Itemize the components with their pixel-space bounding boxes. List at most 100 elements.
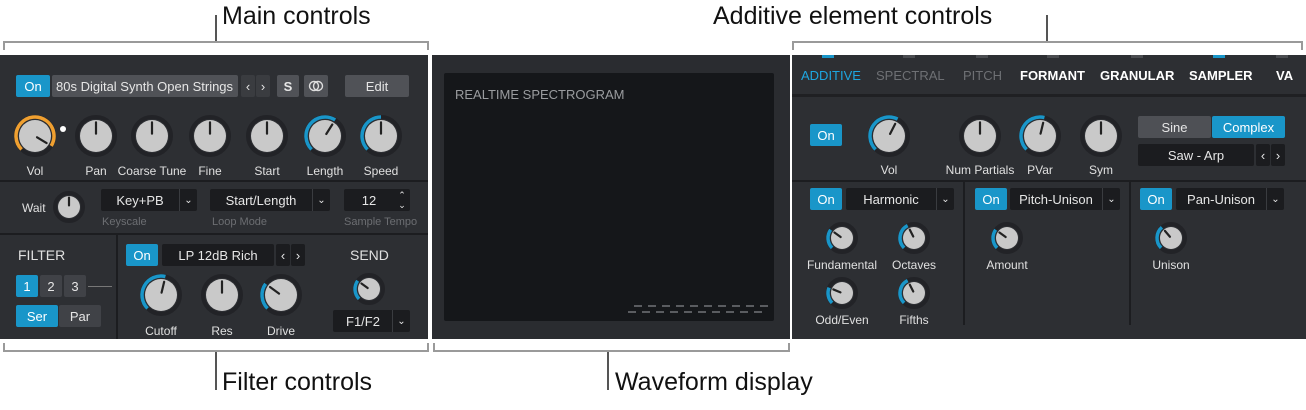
pitch-unison-on-button[interactable]: On	[975, 188, 1007, 210]
pan-knob[interactable]	[74, 114, 118, 158]
spectrogram-trace	[628, 305, 768, 313]
edit-button[interactable]: Edit	[345, 75, 409, 97]
filter-slot-2[interactable]: 2	[40, 275, 62, 297]
coarse-tune-knob[interactable]	[130, 114, 174, 158]
shape-next[interactable]: ›	[1271, 144, 1285, 166]
odd-even-knob[interactable]	[825, 276, 859, 310]
spectrogram-display	[444, 73, 774, 321]
tab-sampler[interactable]: SAMPLER	[1189, 68, 1253, 83]
harmonic-on-button[interactable]: On	[810, 188, 842, 210]
keyscale-value: Key+PB	[116, 192, 164, 208]
unison-knob[interactable]	[1154, 221, 1188, 255]
filter-type-next[interactable]: ›	[291, 244, 305, 266]
pvar-knob[interactable]	[1018, 114, 1062, 158]
complex-button[interactable]: Complex	[1212, 116, 1285, 138]
cutoff-label: Cutoff	[145, 324, 177, 338]
chevron-down-icon: ⌄	[936, 188, 954, 210]
tab-indicator-granular	[1131, 55, 1143, 58]
shape-prev[interactable]: ‹	[1256, 144, 1270, 166]
chevron-down-icon: ⌄	[392, 310, 410, 332]
filter-type-prev[interactable]: ‹	[276, 244, 290, 266]
filter-ser-button[interactable]: Ser	[16, 305, 58, 327]
num-partials-knob[interactable]	[958, 114, 1002, 158]
tab-va[interactable]: VA	[1276, 68, 1294, 83]
tab-formant[interactable]: FORMANT	[1020, 68, 1085, 83]
length-label: Length	[306, 164, 344, 178]
filter-bracket-tick	[215, 352, 217, 390]
filter-bracket	[3, 343, 429, 352]
pan-label: Pan	[85, 164, 107, 178]
main-on-button[interactable]: On	[16, 75, 50, 97]
sine-button[interactable]: Sine	[1138, 116, 1211, 138]
fine-knob[interactable]	[188, 114, 232, 158]
pitch-unison-dropdown[interactable]: Pitch-Unison ⌄	[1010, 188, 1120, 210]
filter-on-button[interactable]: On	[126, 244, 158, 266]
fundamental-label: Fundamental	[806, 258, 878, 272]
chevron-down-icon: ⌄	[312, 189, 330, 211]
fifths-knob[interactable]	[897, 276, 931, 310]
filter-vertical-separator	[116, 235, 118, 339]
speed-knob[interactable]	[359, 114, 403, 158]
filter-par-button[interactable]: Par	[59, 305, 101, 327]
cutoff-knob[interactable]	[139, 273, 183, 317]
tab-granular[interactable]: GRANULAR	[1100, 68, 1175, 83]
callout-additive-controls: Additive element controls	[713, 2, 993, 30]
tab-indicator-spectral	[903, 55, 915, 58]
chevron-down-icon: ⌄	[179, 189, 197, 211]
vol-label: Vol	[26, 164, 44, 178]
stepper-arrows-icon[interactable]: ⌃⌄	[398, 190, 406, 210]
loop-mode-value: Start/Length	[225, 192, 297, 208]
send-value: F1/F2	[346, 313, 380, 329]
filter-slot-1[interactable]: 1	[16, 275, 38, 297]
link-button[interactable]	[304, 75, 328, 97]
send-title: SEND	[350, 247, 389, 263]
fifths-label: Fifths	[899, 313, 929, 327]
tab-indicator-sampler	[1213, 55, 1225, 58]
sym-label: Sym	[1089, 163, 1113, 177]
shape-field[interactable]: Saw - Arp	[1138, 144, 1254, 166]
additive-col-sep-1	[963, 182, 965, 325]
pvar-label: PVar	[1027, 163, 1053, 177]
octaves-knob[interactable]	[897, 221, 931, 255]
filter-type-field[interactable]: LP 12dB Rich	[162, 244, 274, 266]
tab-separator	[792, 94, 1306, 97]
vol-knob[interactable]	[13, 114, 57, 158]
drive-knob[interactable]	[259, 273, 303, 317]
wait-knob[interactable]	[52, 190, 86, 224]
callout-main-controls: Main controls	[222, 2, 371, 30]
keyscale-dropdown[interactable]: Key+PB ⌄	[101, 189, 197, 211]
tab-spectral[interactable]: SPECTRAL	[876, 68, 945, 83]
res-label: Res	[211, 324, 233, 338]
send-knob[interactable]	[352, 272, 386, 306]
loop-mode-dropdown[interactable]: Start/Length ⌄	[210, 189, 330, 211]
tab-indicator-additive	[822, 55, 834, 58]
tab-additive[interactable]: ADDITIVE	[801, 68, 861, 83]
send-dropdown[interactable]: F1/F2 ⌄	[333, 310, 410, 332]
pan-unison-on-button[interactable]: On	[1140, 188, 1172, 210]
wait-label: Wait	[22, 201, 46, 215]
octaves-label: Octaves	[891, 258, 936, 272]
speed-label: Speed	[363, 164, 399, 178]
sym-knob[interactable]	[1079, 114, 1123, 158]
drive-label: Drive	[266, 324, 295, 338]
sample-tempo-stepper[interactable]: 12 ⌃⌄	[344, 189, 410, 211]
amount-knob[interactable]	[990, 221, 1024, 255]
solo-s-button[interactable]: S	[277, 75, 299, 97]
preset-prev-button[interactable]: ‹	[241, 75, 255, 97]
vol-indicator-dot	[60, 126, 66, 132]
fine-label: Fine	[198, 164, 222, 178]
preset-next-button[interactable]: ›	[256, 75, 270, 97]
res-knob[interactable]	[200, 273, 244, 317]
preset-name-field[interactable]: 80s Digital Synth Open Strings	[52, 75, 238, 97]
harmonic-dropdown[interactable]: Harmonic ⌄	[846, 188, 954, 210]
harmonic-value: Harmonic	[863, 191, 919, 207]
additive-vol-knob[interactable]	[867, 114, 911, 158]
odd-even-label: Odd/Even	[815, 313, 869, 327]
additive-on-button[interactable]: On	[810, 124, 842, 146]
start-knob[interactable]	[245, 114, 289, 158]
tab-pitch[interactable]: PITCH	[963, 68, 1002, 83]
fundamental-knob[interactable]	[825, 221, 859, 255]
length-knob[interactable]	[303, 114, 347, 158]
filter-slot-3[interactable]: 3	[64, 275, 86, 297]
pan-unison-dropdown[interactable]: Pan-Unison ⌄	[1176, 188, 1284, 210]
